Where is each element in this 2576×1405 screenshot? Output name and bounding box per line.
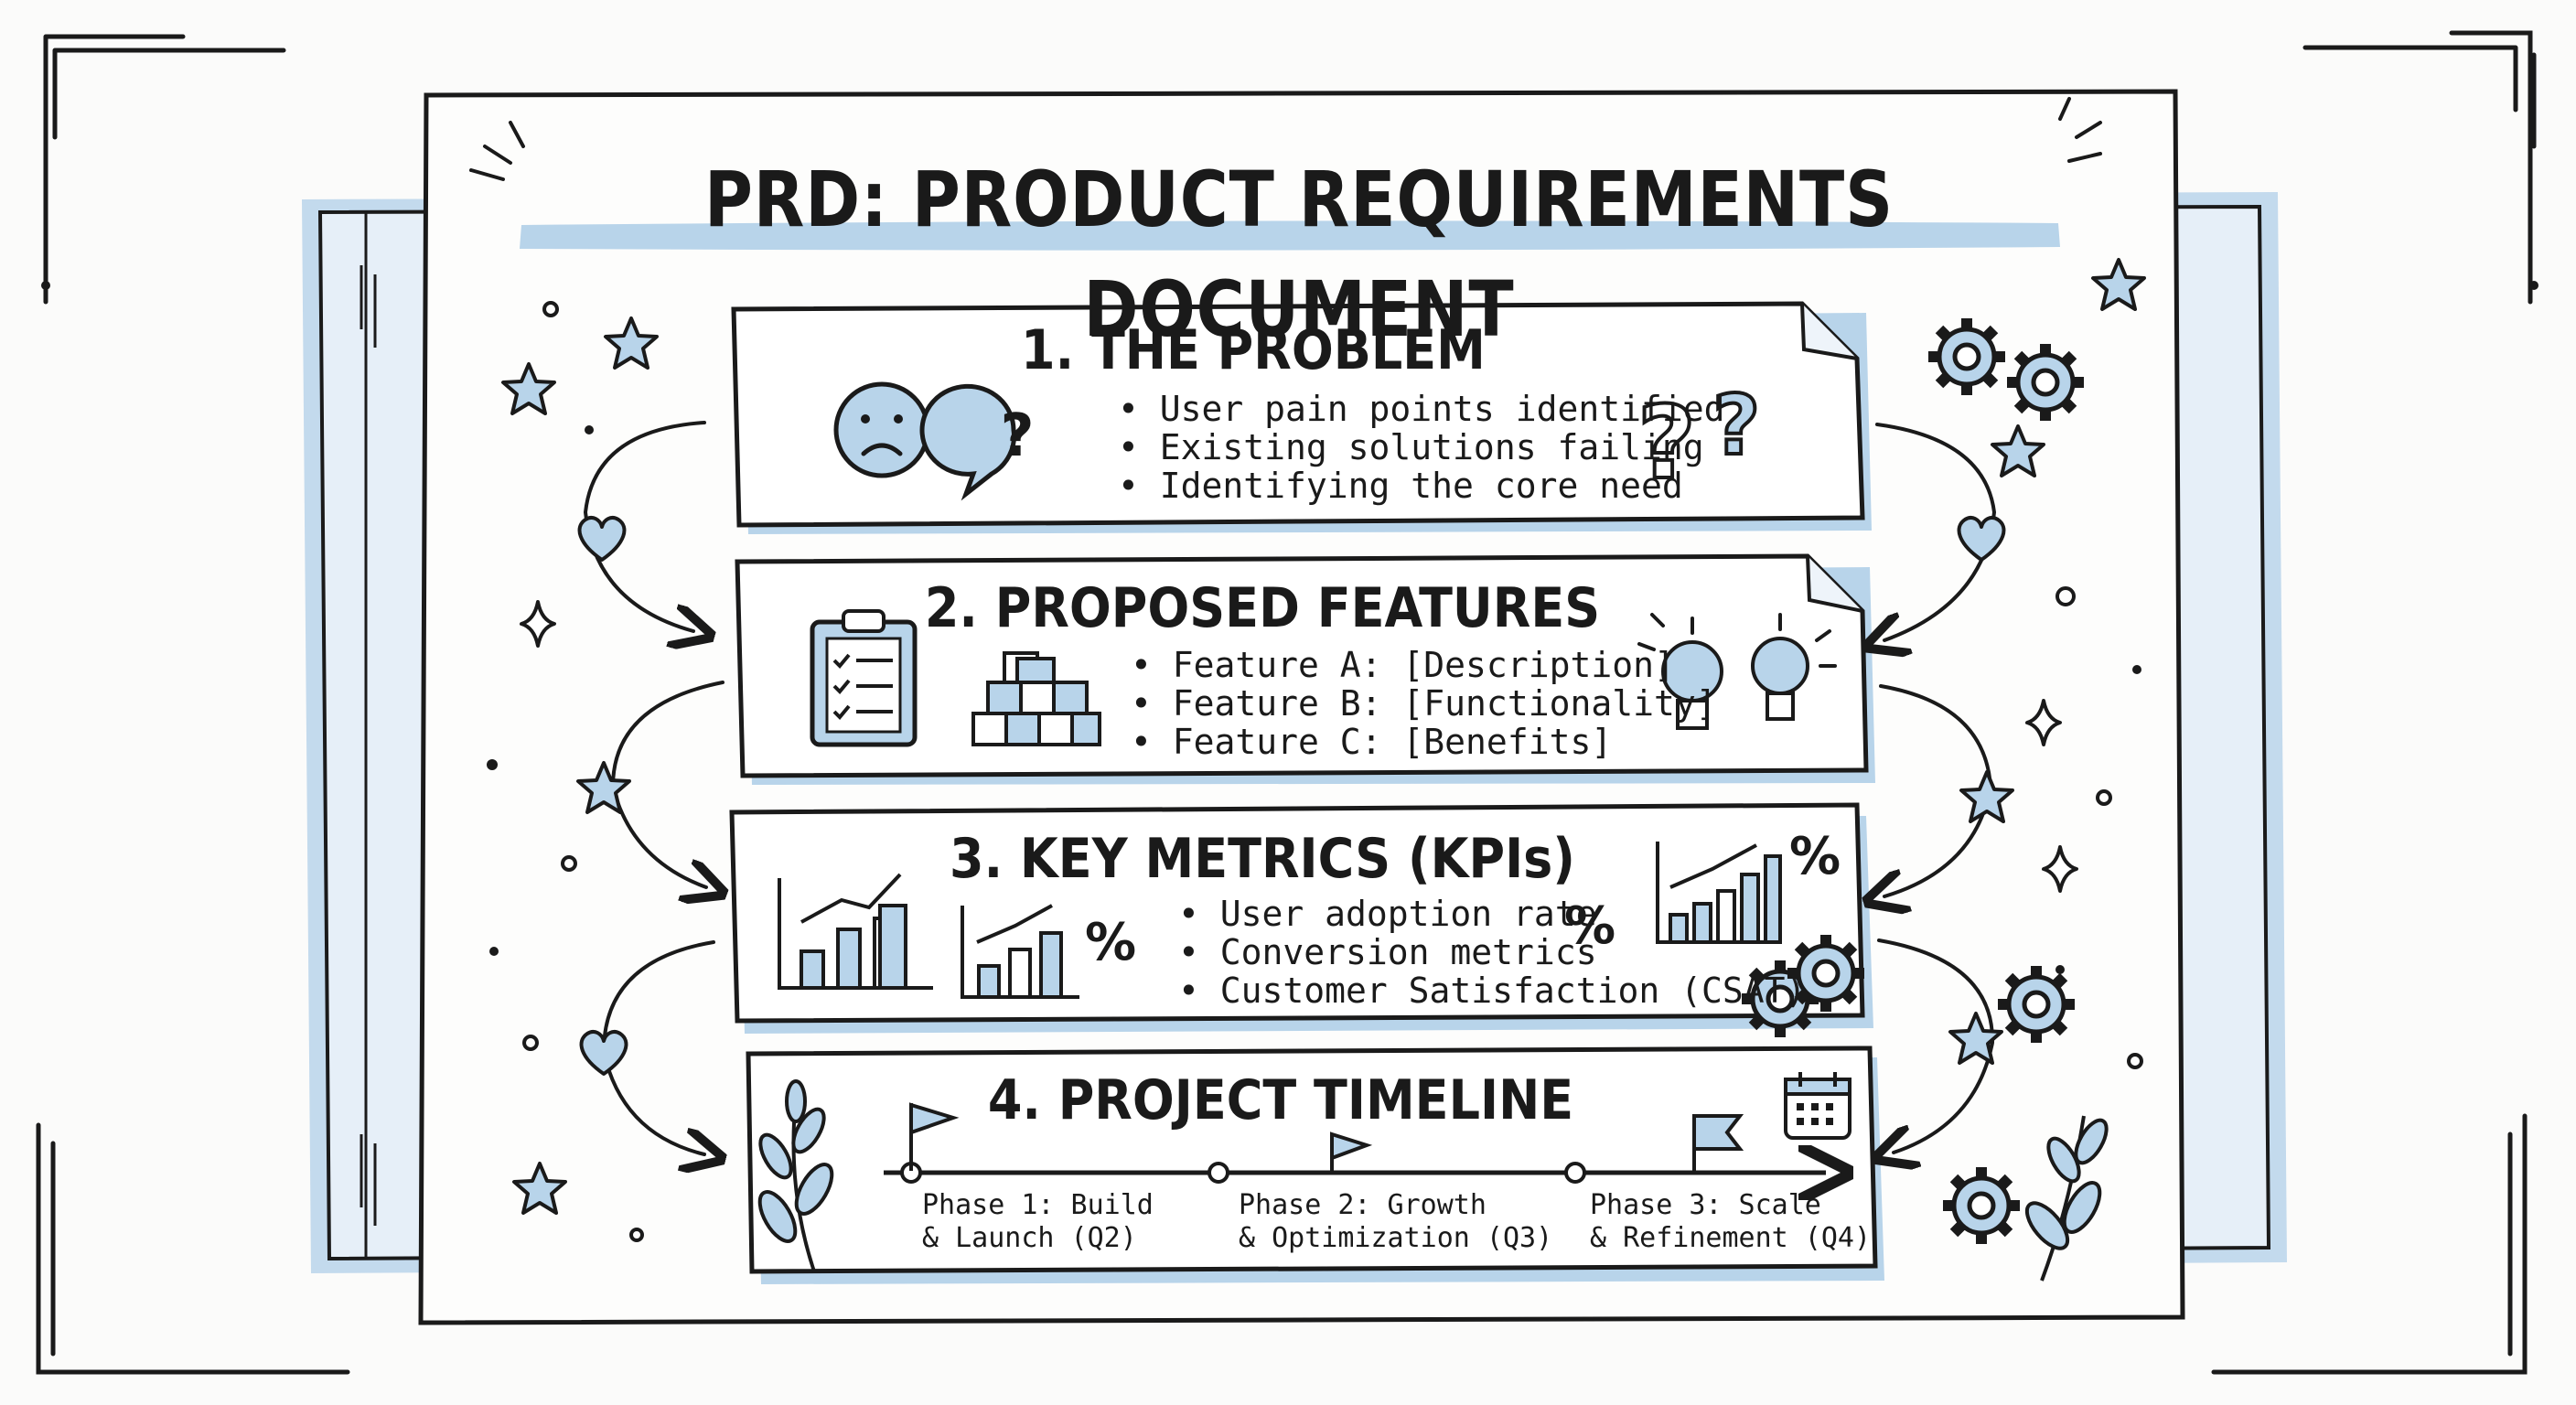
phase-label: & Launch (Q2)	[922, 1222, 1137, 1254]
percent-icon: %	[1564, 896, 1616, 956]
timeline-phase-2: Phase 2: Growth & Optimization (Q3)	[1239, 1189, 1552, 1255]
title-highlight	[520, 220, 2060, 251]
clipboard-checklist-icon	[810, 609, 918, 747]
section-title-problem: 1. THE PROBLEM	[1021, 318, 1486, 382]
phase-label: Phase 2: Growth	[1239, 1189, 1487, 1221]
gears-icon	[1928, 318, 2005, 395]
flag-icon	[1692, 1114, 1744, 1174]
flag-icon	[909, 1102, 960, 1171]
decorations	[41, 258, 2538, 1242]
list-item: Conversion metrics	[1178, 933, 1806, 971]
list-item: Feature B: [Functionality]	[1131, 684, 1717, 723]
list-item: Customer Satisfaction (CSAT)	[1178, 971, 1807, 1010]
gears-icon	[2007, 344, 2084, 421]
bar-chart-icon	[961, 904, 1079, 999]
gears-icon	[1943, 1167, 2020, 1244]
percent-icon: %	[1789, 827, 1841, 886]
blocks-icon	[971, 651, 1101, 746]
sad-face-icon	[833, 381, 930, 478]
timeline-phase-1: Phase 1: Build & Launch (Q2)	[922, 1189, 1154, 1255]
question-bubble-icon: ?	[919, 383, 1035, 501]
phase-label: & Refinement (Q4)	[1590, 1222, 1872, 1254]
list-item: Existing solutions failing	[1118, 428, 1724, 467]
leaf-sprig-icon	[757, 1079, 834, 1272]
bar-chart-icon	[778, 873, 933, 990]
metrics-bullets: User adoption rate Conversion metrics Cu…	[1178, 895, 1807, 1010]
list-item: Feature A: [Description]	[1131, 646, 1717, 684]
list-item: User adoption rate	[1178, 895, 1806, 933]
svg-text:?: ?	[1000, 402, 1034, 470]
gears-icon	[1998, 966, 2075, 1043]
section-title-features: 2. PROPOSED FEATURES	[924, 576, 1601, 640]
features-bullets: Feature A: [Description] Feature B: [Fun…	[1131, 646, 1717, 761]
section-title-timeline: 4. PROJECT TIMELINE	[987, 1068, 1574, 1132]
corner-brackets	[36, 30, 2537, 1375]
phase-label: Phase 1: Build	[922, 1189, 1154, 1221]
problem-bullets: User pain points identified Existing sol…	[1118, 390, 1725, 505]
timeline-phase-3: Phase 3: Scale & Refinement (Q4)	[1590, 1189, 1871, 1255]
phase-label: Phase 3: Scale	[1590, 1189, 1821, 1221]
section-title-metrics: 3. KEY METRICS (KPIs)	[950, 827, 1575, 891]
page-title: PRD: PRODUCT REQUIREMENTS DOCUMENT	[703, 155, 1894, 354]
list-item: User pain points identified	[1118, 390, 1725, 428]
list-item: Identifying the core need	[1118, 467, 1724, 505]
flag-icon	[1330, 1132, 1373, 1174]
list-item: Feature C: [Benefits]	[1131, 723, 1717, 761]
calendar-icon	[1784, 1072, 1852, 1140]
title-burst-marks	[469, 97, 2102, 181]
percent-icon: %	[1085, 913, 1137, 972]
leaf-sprig-icon	[2024, 1115, 2109, 1282]
card-timeline	[746, 1046, 1884, 1284]
phase-label: & Optimization (Q3)	[1239, 1222, 1553, 1254]
